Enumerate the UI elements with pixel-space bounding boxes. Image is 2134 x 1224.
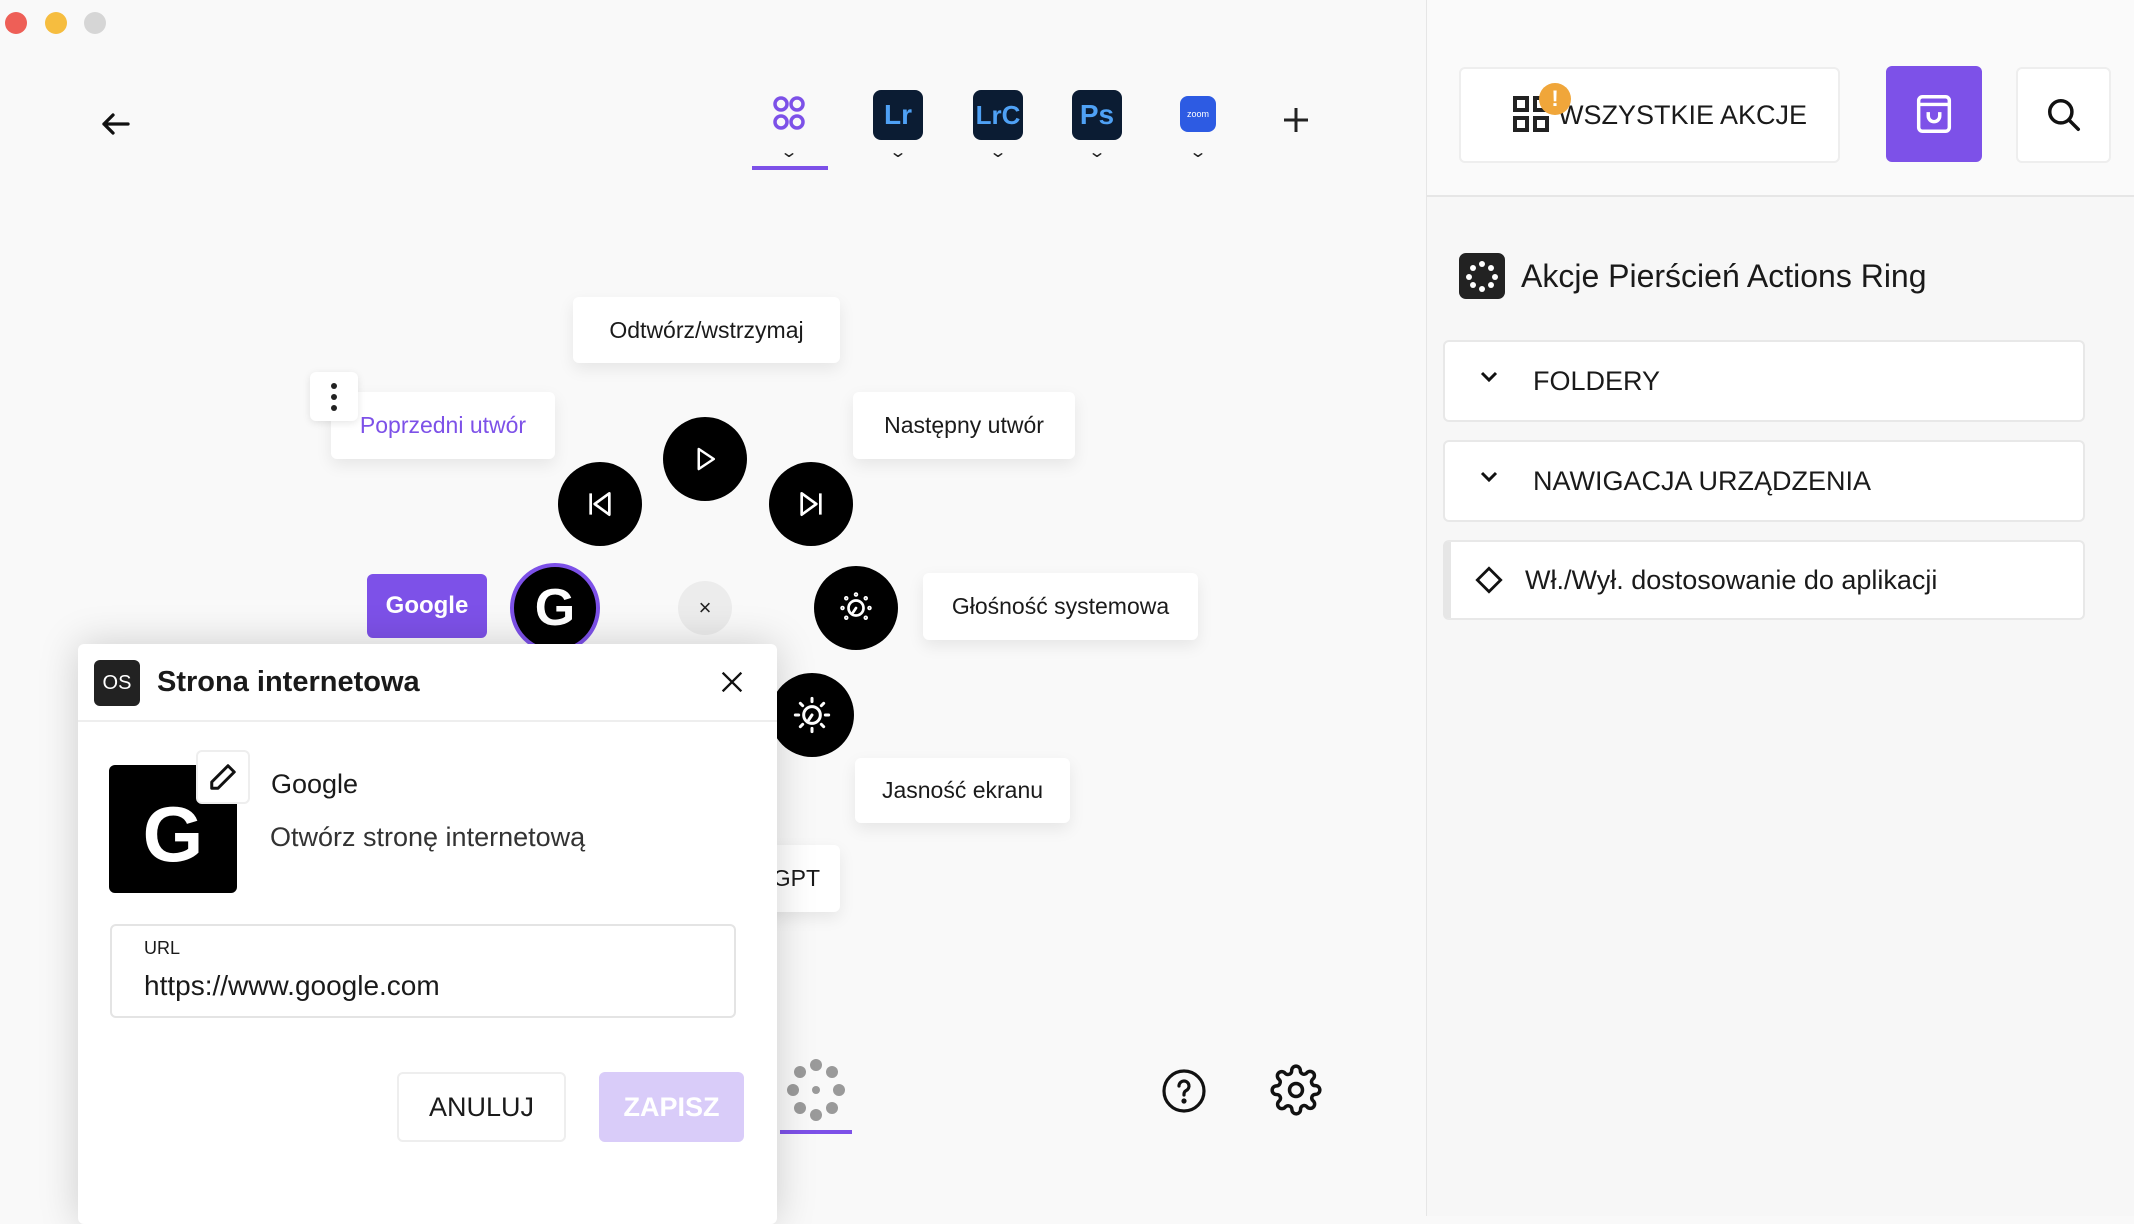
app-specific-toggle-item[interactable]: Wł./Wył. dostosowanie do aplikacji: [1443, 540, 2085, 620]
chevron-down-icon[interactable]: ⌄: [988, 144, 1008, 161]
url-label: URL: [144, 938, 181, 958]
actions-ring-tab-underline: [780, 1130, 852, 1134]
actions-ring-icon: [1459, 253, 1505, 299]
tab-zoom[interactable]: zoom: [1180, 96, 1216, 132]
ring-label-google[interactable]: Google: [367, 574, 487, 638]
search-button[interactable]: [2016, 67, 2111, 163]
accordion-label: FOLDERY: [1533, 365, 1661, 396]
chevron-down-icon[interactable]: ⌄: [888, 144, 908, 161]
all-actions-button[interactable]: WSZYSTKIE AKCJE: [1459, 67, 1840, 163]
accordion-folders[interactable]: FOLDERY: [1443, 340, 2085, 422]
google-g-icon: G: [142, 789, 204, 878]
section-title: Akcje Pierścień Actions Ring: [1521, 258, 1927, 294]
actions-ring-tab[interactable]: [780, 1058, 852, 1132]
arrow-left-icon: [102, 113, 130, 135]
accordion-device-navigation[interactable]: NAWIGACJA URZĄDZENIA: [1443, 440, 2085, 522]
brightness-button[interactable]: [770, 673, 854, 757]
action-name: Google: [271, 769, 359, 799]
url-field[interactable]: URL https://www.google.com: [110, 924, 736, 1018]
window-maximize-button[interactable]: [84, 12, 106, 34]
chevron-down-icon[interactable]: ⌄: [779, 144, 799, 161]
action-description: Otwórz stronę internetową: [270, 822, 586, 852]
cancel-button[interactable]: ANULUJ: [397, 1072, 566, 1142]
website-action-dialog: OS Strona internetowa G Google Otwórz st…: [78, 644, 777, 1224]
item-label: Wł./Wył. dostosowanie do aplikacji: [1525, 564, 1938, 595]
brightness-icon: [793, 696, 831, 734]
marketplace-button[interactable]: [1886, 66, 1982, 162]
warning-badge: !: [1539, 83, 1571, 115]
chevron-down-icon: [1477, 364, 1501, 395]
play-pause-button[interactable]: [663, 417, 747, 501]
ring-label-brightness[interactable]: Jasność ekranu: [855, 758, 1070, 823]
add-app-button[interactable]: [1280, 104, 1312, 141]
pencil-icon: [210, 764, 236, 790]
ring-label-next[interactable]: Następny utwór: [853, 392, 1075, 459]
skip-back-icon: [589, 492, 611, 516]
help-button[interactable]: [1160, 1067, 1208, 1120]
previous-track-button[interactable]: [558, 462, 642, 546]
ring-label-previous[interactable]: Poprzedni utwór: [331, 392, 555, 459]
google-action-button[interactable]: G: [510, 563, 600, 653]
volume-dial-icon: [840, 592, 872, 620]
edit-icon-button[interactable]: [196, 750, 250, 804]
diamond-icon: [1475, 566, 1503, 601]
help-icon: [1162, 1069, 1206, 1113]
close-icon: [721, 671, 743, 693]
play-icon: [697, 447, 715, 471]
remove-action-button[interactable]: ×: [678, 581, 732, 635]
url-input[interactable]: https://www.google.com: [144, 970, 440, 1001]
plus-icon: [1284, 108, 1308, 132]
shopping-bag-icon: [1916, 95, 1952, 133]
skip-forward-icon: [800, 492, 822, 516]
tab-lightroom[interactable]: Lr: [873, 90, 923, 140]
os-badge: OS: [94, 660, 140, 706]
more-options-button[interactable]: [310, 372, 358, 421]
kebab-icon: [331, 393, 337, 400]
accordion-label: NAWIGACJA URZĄDZENIA: [1533, 465, 1872, 496]
apps-icon: [773, 96, 805, 130]
search-icon: [2047, 99, 2080, 131]
active-tab-underline: [752, 166, 828, 170]
dialog-close-button[interactable]: [718, 668, 746, 701]
tab-lightroom-classic[interactable]: LrC: [973, 90, 1023, 140]
gear-icon: [1270, 1064, 1322, 1116]
dialog-header-divider: [78, 720, 777, 722]
back-button[interactable]: [98, 106, 134, 142]
chevron-down-icon: [1477, 464, 1501, 495]
all-actions-label: WSZYSTKIE AKCJE: [1557, 99, 1808, 130]
window-close-button[interactable]: [5, 12, 27, 34]
dialog-title: Strona internetowa: [157, 666, 420, 698]
google-g-icon: G: [534, 579, 576, 637]
ring-dots-icon: [787, 1059, 845, 1121]
ring-label-volume[interactable]: Głośność systemowa: [923, 573, 1198, 640]
chevron-down-icon[interactable]: ⌄: [1087, 144, 1107, 161]
volume-button[interactable]: [814, 566, 898, 650]
tab-all-apps[interactable]: [764, 94, 814, 136]
settings-button[interactable]: [1270, 1064, 1322, 1121]
tab-photoshop[interactable]: Ps: [1072, 90, 1122, 140]
chevron-down-icon[interactable]: ⌄: [1188, 144, 1208, 161]
save-button[interactable]: ZAPISZ: [599, 1072, 744, 1142]
window-minimize-button[interactable]: [45, 12, 67, 34]
next-track-button[interactable]: [769, 462, 853, 546]
ring-label-play-pause[interactable]: Odtwórz/wstrzymaj: [573, 297, 840, 363]
